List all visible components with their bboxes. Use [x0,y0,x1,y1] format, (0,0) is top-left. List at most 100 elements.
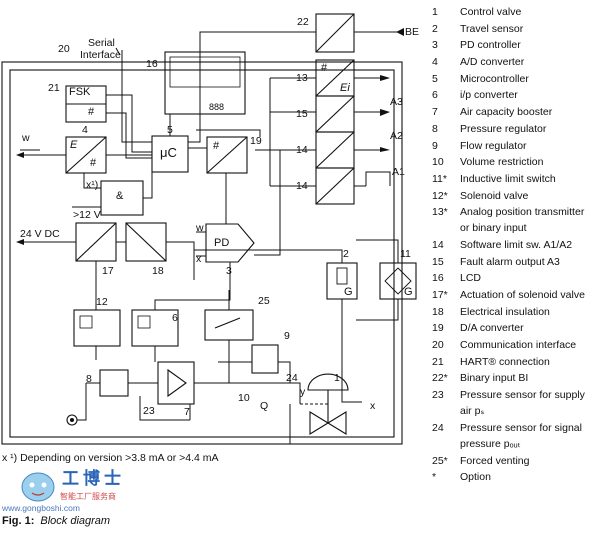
legend-number: 7 [432,106,438,119]
num-15: 15 [296,108,308,120]
legend-text: Air capacity booster [460,106,553,119]
legend-number: 21 [432,355,444,368]
w-input-label: w [22,132,30,144]
flow-regulator-block [251,344,279,374]
legend-item: 18 Electrical insulation [432,306,596,318]
and-label: & [116,190,124,202]
watermark-robot-icon [21,472,55,502]
solenoid-valve-block [73,309,121,347]
legend-item: 10 Volume restriction [432,156,596,168]
figure-caption: Fig. 1:Block diagram [2,515,110,527]
caption-label: Fig. 1: [2,515,35,527]
num-11: 11 [400,248,411,260]
legend-text: Inductive limit switch [460,172,556,185]
legend-number: 5 [432,72,438,85]
be-label: BE [405,26,420,38]
serial-label: Serial [88,37,115,49]
q-label: Q [260,400,269,412]
num-13: 13 [296,72,308,84]
x-feedback-label: x [370,400,376,412]
legend-item: 21 HART® connection [432,356,596,368]
pd-label: PD [214,237,230,249]
legend-text: A/D converter [460,56,525,69]
legend-text: Analog position transmitter [460,206,585,219]
x1-label: x¹) [86,179,99,191]
legend-number: * [432,471,437,484]
a1-label: A1 [392,166,405,178]
num-20: 20 [58,43,70,55]
watermark-url: www.gongboshi.com [2,503,80,513]
legend-number: 6 [432,89,438,102]
num-22: 22 [297,16,309,28]
legend-number: 17* [432,289,448,301]
num-10: 10 [238,392,250,404]
dc24-label: 24 V DC [20,228,60,240]
footnote: x ¹) Depending on version >3.8 mA or >4.… [2,452,219,464]
num-19: 19 [250,135,262,147]
legend-number: 19 [432,322,444,335]
legend-item: 7 Air capacity booster [432,106,596,118]
num-4: 4 [82,124,88,136]
num-24: 24 [286,372,298,384]
legend-item: 22*Binary input BI [432,372,596,384]
da-hash-label: # [213,140,220,152]
num-9: 9 [284,330,290,342]
control-valve-actuator [307,373,349,391]
legend-item: 17*Actuation of solenoid valve [432,289,596,301]
a2-label: A2 [390,130,403,142]
num-5: 5 [167,124,173,136]
num-23: 23 [143,405,155,417]
watermark-brand: 工博士 [62,469,125,488]
gt12-label: >12 V [73,209,101,221]
control-valve-body [309,411,347,435]
legend-number: 18 [432,305,444,318]
fsk-label: FSK [69,86,91,98]
switch-g-label: G [404,286,413,298]
legend-text: Electrical insulation [460,305,550,318]
legend-text: Control valve [460,6,522,18]
legend-text: Travel sensor [460,22,524,35]
legend-number: 4 [432,56,438,69]
legend-number: 15 [432,255,444,268]
lcd-digits: 888 [209,102,225,112]
legend-text: Pressure regulator [460,122,547,135]
legend-number: 12* [432,189,448,202]
pressure-regulator-block [99,369,129,397]
num-8: 8 [86,373,92,385]
legend-text: HART® connection [460,355,550,368]
num-14b: 14 [296,180,308,192]
legend-text: Pressure sensor for signal [460,421,582,434]
legend-text: LCD [460,272,482,285]
legend-text-line2: pressure pₒᵤₜ [460,437,521,450]
num-6: 6 [172,312,178,324]
legend-text: Volume restriction [460,156,544,169]
legend-text: Forced venting [460,454,530,467]
legend-number: 22* [432,372,448,385]
interface-label: Interface [80,49,121,61]
num-1: 1 [334,372,340,384]
num-21: 21 [48,82,60,94]
pd-w-label: w [196,222,204,234]
num-2: 2 [343,248,349,260]
num-25: 25 [258,295,270,307]
legend-item: 12* Solenoid valve [432,190,596,202]
legend-text: Solenoid valve [460,189,529,202]
y-label: y [300,386,306,398]
pd-x-label: x [196,253,202,265]
legend-number: 10 [432,156,444,169]
